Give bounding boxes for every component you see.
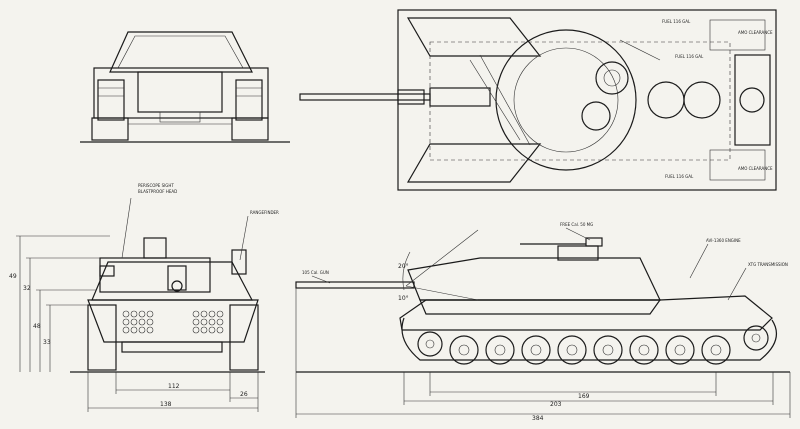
label-fuel-top: FUEL 116 GAL — [662, 19, 691, 24]
dim-side-track-contact: 169 — [578, 393, 590, 400]
side-view-road-wheels — [417, 325, 769, 365]
label-transmission: XTG TRANSMISSION — [748, 262, 788, 267]
label-mg: FREE Cal. 50 MG — [560, 222, 593, 227]
dim-gun-depression: 10° — [398, 295, 409, 302]
label-fuel-bot: FUEL 116 GAL — [665, 174, 694, 179]
dim-side-length-hull: 203 — [550, 401, 562, 408]
dim-front-width-outer: 138 — [160, 401, 172, 408]
rear-view-drawing — [80, 31, 290, 143]
label-fuel-mid: FUEL 116 GAL — [675, 54, 704, 59]
label-engine: AVI-1360 ENGINE — [706, 238, 741, 243]
dim-front-width-inner: 112 — [168, 383, 180, 390]
label-main-gun: 105 Cal. GUN — [302, 270, 329, 275]
side-view-drawing — [295, 227, 791, 418]
dim-gun-elevation: 20° — [398, 263, 409, 270]
dim-front-height-1: 49 — [9, 273, 17, 280]
label-periscope-2: BLASTPROOF HEAD — [138, 189, 177, 194]
dim-front-height-2: 32 — [23, 285, 31, 292]
dim-front-height-3: 48 — [33, 323, 41, 330]
plan-view-drawing — [299, 9, 777, 191]
label-rangefinder: RANGEFINDER — [250, 210, 279, 215]
dim-side-length-total: 384 — [532, 415, 544, 422]
label-periscope: PERISCOPE SIGHT — [138, 183, 174, 188]
label-ammo-clearance-top: AMO CLEARANCE — [738, 30, 773, 35]
dim-front-height-4: 33 — [43, 339, 51, 346]
front-view-drawing — [16, 197, 265, 412]
front-view-hex-grid — [122, 310, 224, 334]
label-ammo-clearance-bot: AMO CLEARANCE — [738, 166, 773, 171]
dim-front-track: 26 — [240, 391, 248, 398]
